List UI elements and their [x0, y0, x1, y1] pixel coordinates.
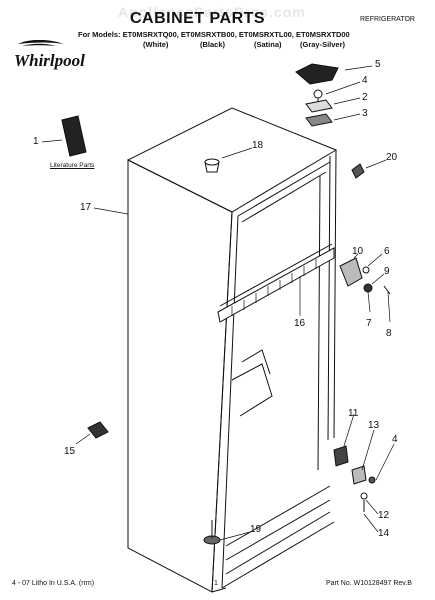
footer-part-number: Part No. W10128497 Rev.B [326, 580, 412, 587]
callout-7: 7 [366, 318, 372, 329]
screw-top [313, 89, 323, 102]
callout-16: 16 [294, 318, 306, 329]
leader-lines [41, 65, 395, 541]
hole-plug [204, 158, 220, 173]
callout-13: 13 [368, 420, 380, 431]
bottom-hinge-assembly [333, 445, 376, 512]
hinge-shim [305, 113, 333, 127]
callout-19: 19 [250, 524, 262, 535]
variant-white: (White) [143, 40, 169, 49]
leveling-bracket [87, 421, 109, 439]
callout-4-bottom: 4 [392, 434, 398, 445]
leveling-leg [203, 520, 221, 545]
callout-15: 15 [64, 446, 76, 457]
callout-6: 6 [384, 246, 390, 257]
callout-9: 9 [384, 266, 390, 277]
literature-parts-label: Literature Parts [50, 162, 95, 169]
callout-17: 17 [80, 202, 92, 213]
center-hinge-assembly [339, 257, 391, 295]
callout-1: 1 [33, 136, 39, 147]
callout-8: 8 [386, 328, 392, 339]
page-title: CABINET PARTS [130, 10, 266, 27]
brand-name: Whirlpool [14, 51, 85, 70]
literature-booklet [61, 115, 87, 157]
door-stop [351, 163, 365, 179]
callout-20: 20 [386, 152, 398, 163]
whirlpool-logo-graphic: Whirlpool [14, 40, 85, 70]
callout-18: 18 [252, 140, 264, 151]
whirlpool-logo: Whirlpool [12, 40, 90, 76]
variant-black: (Black) [200, 40, 226, 49]
top-hinge [305, 99, 333, 113]
variant-satina: (Satina) [254, 40, 282, 49]
footer-page-number: 1 [214, 580, 218, 587]
cabinet-shell [126, 107, 338, 593]
callout-11: 11 [348, 408, 359, 419]
callout-4-top: 4 [362, 75, 368, 86]
callout-10: 10 [352, 246, 364, 257]
callout-3: 3 [362, 108, 368, 119]
callout-5: 5 [375, 59, 381, 70]
models-line: For Models: ET0MSRXTQ00, ET0MSRXTB00, ET… [78, 30, 350, 39]
category-label: REFRIGERATOR [360, 16, 415, 23]
center-rail [217, 243, 335, 323]
callout-2: 2 [362, 92, 368, 103]
variant-gray-silver: (Gray-Silver) [300, 40, 346, 49]
callout-14: 14 [378, 528, 390, 539]
hinge-cover [295, 63, 339, 85]
footer-litho: 4 - 07 Litho In U.S.A. (rrm) [12, 580, 95, 587]
callout-12: 12 [378, 510, 390, 521]
watermark: AppliancePartsPros.com [118, 4, 306, 20]
